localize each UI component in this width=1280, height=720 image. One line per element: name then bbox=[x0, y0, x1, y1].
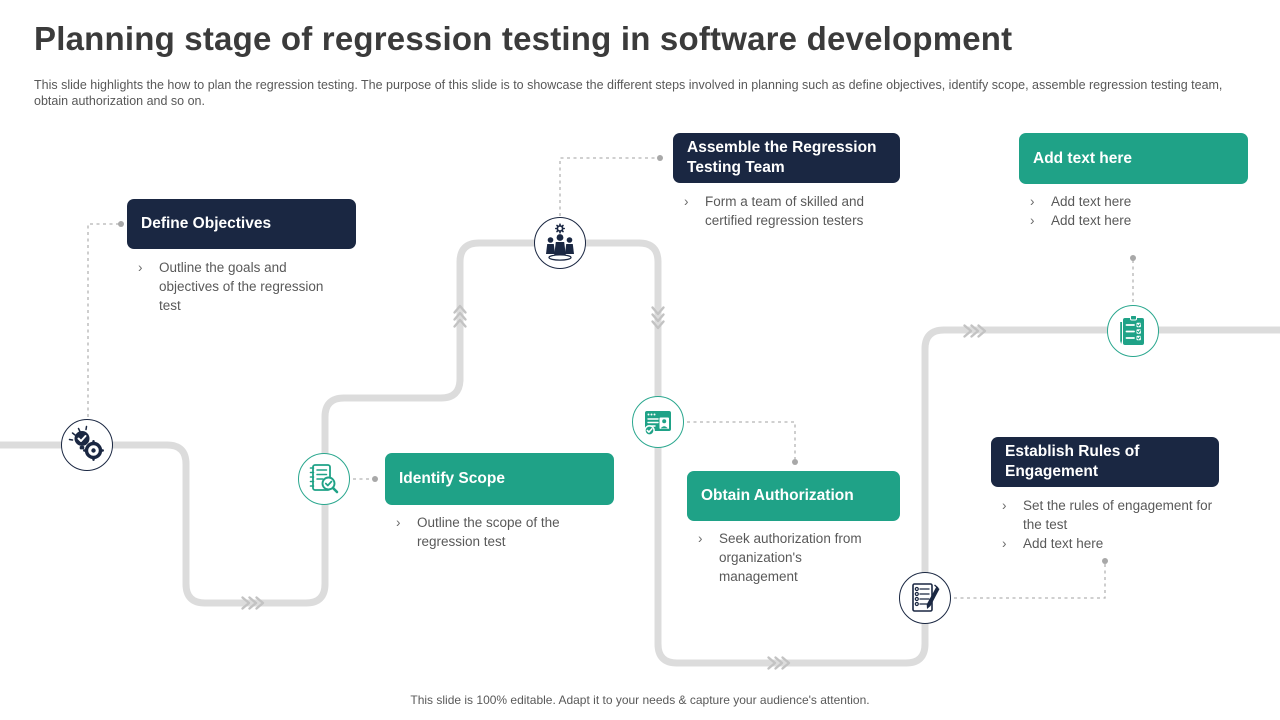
step-define-objectives-box: Define Objectives bbox=[127, 199, 356, 249]
authorization-card-check-icon bbox=[632, 396, 684, 448]
bullet-text: Outline the goals and objectives of the … bbox=[159, 260, 324, 314]
connector-dot bbox=[1130, 255, 1136, 261]
bullet-marker: › bbox=[1030, 194, 1035, 209]
bullet-text: Add text here bbox=[1023, 536, 1104, 552]
step-label: Define Objectives bbox=[141, 215, 272, 233]
document-pen-icon bbox=[899, 572, 951, 624]
connector-define-objectives bbox=[87, 223, 119, 417]
bullet-text: Add text here bbox=[1051, 194, 1132, 209]
flow-chevrons-up bbox=[453, 304, 467, 328]
bullet-text: Seek authorization from organization's m… bbox=[719, 531, 862, 585]
team-gear-icon bbox=[534, 217, 586, 269]
step-define-objectives-bullets: › Outline the goals and objectives of th… bbox=[138, 258, 330, 315]
bullet-marker: › bbox=[698, 531, 703, 546]
connector-assemble-team bbox=[559, 157, 657, 216]
bullet-marker: › bbox=[1002, 536, 1007, 552]
connector-dot bbox=[118, 221, 124, 227]
bullet-text: Set the rules of engagement for the test bbox=[1023, 498, 1213, 533]
bullet-item: › Add text here bbox=[1030, 211, 1235, 230]
bullet-text: Form a team of skilled and certified reg… bbox=[705, 194, 865, 229]
step-assemble-team-bullets: › Form a team of skilled and certified r… bbox=[684, 192, 889, 230]
flow-chevrons-right-1 bbox=[241, 596, 265, 610]
connector-dot bbox=[792, 459, 798, 465]
step-label: Establish Rules of Engagement bbox=[1005, 443, 1140, 480]
flow-chevrons-right-3 bbox=[963, 324, 987, 338]
step-add-text-bullets: › Add text here › Add text here bbox=[1030, 192, 1235, 230]
step-obtain-authorization-bullets: › Seek authorization from organization's… bbox=[698, 529, 883, 586]
bullet-item: › Seek authorization from organization's… bbox=[698, 529, 883, 586]
connector-dot bbox=[1102, 558, 1108, 564]
bullet-text: Outline the scope of the regression test bbox=[417, 515, 560, 550]
step-label: Assemble the Regression Testing Team bbox=[687, 139, 877, 176]
step-establish-rules-bullets: › Set the rules of engagement for the te… bbox=[1002, 496, 1217, 553]
step-assemble-team-box: Assemble the Regression Testing Team bbox=[673, 133, 900, 183]
bullet-item: › Outline the goals and objectives of th… bbox=[138, 258, 330, 315]
bullet-marker: › bbox=[1030, 213, 1035, 229]
step-label: Obtain Authorization bbox=[701, 487, 854, 505]
bullet-item: › Set the rules of engagement for the te… bbox=[1002, 496, 1217, 534]
bullet-marker: › bbox=[138, 260, 143, 275]
step-establish-rules-box: Establish Rules of Engagement bbox=[991, 437, 1219, 487]
flow-chevrons-down bbox=[651, 306, 665, 330]
bullet-marker: › bbox=[1002, 498, 1007, 513]
connector-establish-rules bbox=[954, 564, 1106, 599]
page-title: Planning stage of regression testing in … bbox=[34, 20, 1013, 57]
connector-obtain-authorization bbox=[687, 421, 796, 459]
bullet-marker: › bbox=[684, 194, 689, 209]
bullet-item: › Add text here bbox=[1002, 534, 1217, 553]
bulb-check-target-icon bbox=[61, 419, 113, 471]
slide-footer: This slide is 100% editable. Adapt it to… bbox=[410, 693, 870, 707]
bullet-item: › Outline the scope of the regression te… bbox=[396, 513, 606, 551]
notebook-magnifier-icon bbox=[298, 453, 350, 505]
clipboard-checklist-icon bbox=[1107, 305, 1159, 357]
bullet-item: › Form a team of skilled and certified r… bbox=[684, 192, 889, 230]
step-identify-scope-box: Identify Scope bbox=[385, 453, 614, 505]
step-obtain-authorization-box: Obtain Authorization bbox=[687, 471, 900, 521]
bullet-text: Add text here bbox=[1051, 213, 1132, 229]
step-identify-scope-bullets: › Outline the scope of the regression te… bbox=[396, 513, 606, 551]
connector-dot bbox=[657, 155, 663, 161]
step-label: Add text here bbox=[1033, 149, 1133, 167]
bullet-marker: › bbox=[396, 515, 401, 530]
bullet-item: › Add text here bbox=[1030, 192, 1235, 211]
connector-dot bbox=[372, 476, 378, 482]
step-label: Identify Scope bbox=[399, 470, 505, 488]
flow-chevrons-right-2 bbox=[767, 656, 791, 670]
slide-subtitle: This slide highlights the how to plan th… bbox=[34, 78, 1223, 108]
step-add-text-box: Add text here bbox=[1019, 133, 1248, 184]
